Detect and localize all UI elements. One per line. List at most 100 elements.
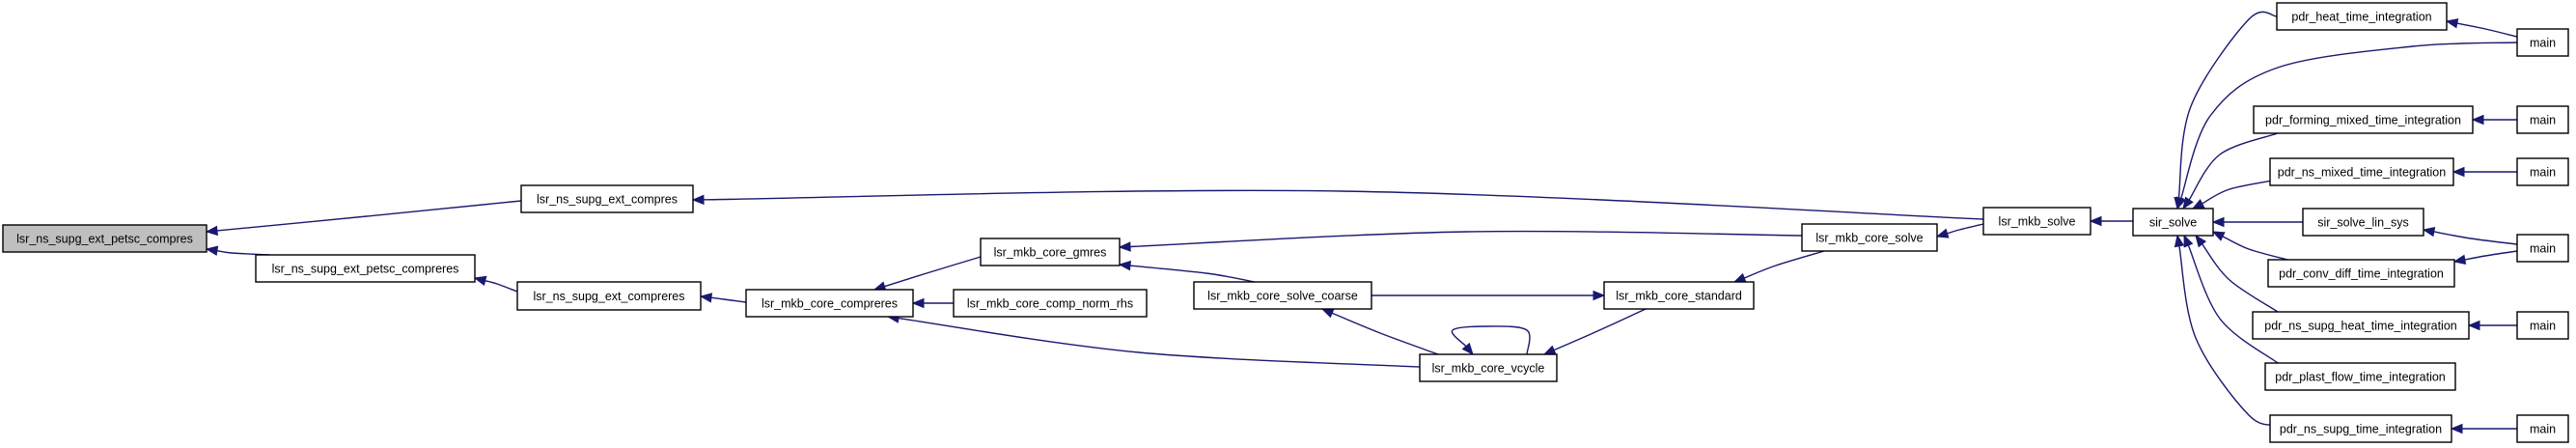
node-label: lsr_mkb_core_compreres <box>762 297 898 311</box>
node-box <box>255 254 476 283</box>
arrowhead-icon <box>2183 234 2194 248</box>
arrowhead-icon <box>1732 272 1747 283</box>
edge-lsr_mkb_solve-to-lsr_mkb_core_solve <box>1935 223 1984 238</box>
node-lsr_ns_supg_ext_petsc_compres[interactable]: lsr_ns_supg_ext_petsc_compres <box>2 224 208 253</box>
node-main_6[interactable]: main <box>2516 414 2569 443</box>
node-box <box>2516 28 2569 57</box>
arrowhead-icon <box>2195 234 2207 248</box>
node-lsr_mkb_core_comp_norm_rhs[interactable]: lsr_mkb_core_comp_norm_rhs <box>953 289 1148 318</box>
node-box <box>2269 157 2454 186</box>
node-lsr_mkb_solve[interactable]: lsr_mkb_solve <box>1982 207 2091 236</box>
node-lsr_mkb_core_vcycle[interactable]: lsr_mkb_core_vcycle <box>1419 353 1558 382</box>
edge-lsr_mkb_core_compreres-to-lsr_ns_supg_ext_compreres <box>699 293 747 303</box>
node-sir_solve[interactable]: sir_solve <box>2132 208 2214 237</box>
arrowhead-icon <box>1320 308 1335 319</box>
edge-layer <box>205 11 2518 434</box>
node-label: sir_solve <box>2149 216 2197 230</box>
node-label: pdr_ns_mixed_time_integration <box>2278 166 2446 180</box>
edge-line <box>1743 250 1825 279</box>
node-lsr_ns_supg_ext_compreres[interactable]: lsr_ns_supg_ext_compreres <box>516 281 702 311</box>
edge-line <box>710 296 747 303</box>
node-main_2[interactable]: main <box>2516 105 2569 134</box>
node-box <box>520 184 694 213</box>
edge-lsr_ns_supg_ext_compres-to-lsr_ns_supg_ext_petsc_compres <box>205 200 522 237</box>
arrowhead-icon <box>205 245 219 256</box>
edge-pdr_ns_mixed_time_integration-to-sir_solve <box>2191 179 2279 210</box>
edge-pdr_ns_supg_time_integration-to-sir_solve <box>2174 234 2281 426</box>
node-box <box>980 238 1121 266</box>
node-lsr_mkb_core_solve[interactable]: lsr_mkb_core_solve <box>1801 223 1938 252</box>
edge-sir_solve-to-lsr_mkb_solve <box>2089 215 2133 227</box>
node-label: lsr_ns_supg_ext_petsc_compres <box>16 233 193 246</box>
node-label: main <box>2530 320 2556 333</box>
arrowhead-icon <box>2211 231 2226 241</box>
arrowhead-icon <box>1935 228 1950 238</box>
node-label: pdr_plast_flow_time_integration <box>2275 371 2446 384</box>
edge-lsr_mkb_core_solve-to-lsr_mkb_core_gmres <box>1118 230 1803 252</box>
edge-line <box>1553 308 1647 351</box>
edge-line <box>884 256 982 288</box>
node-pdr_conv_diff_time_integration[interactable]: pdr_conv_diff_time_integration <box>2267 259 2455 288</box>
node-box <box>2267 259 2455 288</box>
edge-sir_solve_lin_sys-to-sir_solve <box>2211 216 2303 228</box>
node-lsr_mkb_core_compreres[interactable]: lsr_mkb_core_compreres <box>745 289 914 318</box>
edge-lsr_mkb_core_comp_norm_rhs-to-lsr_mkb_core_compreres <box>911 297 954 309</box>
node-pdr_forming_mixed_time_integration[interactable]: pdr_forming_mixed_time_integration <box>2253 105 2474 134</box>
edge-lsr_mkb_core_solve_coarse-to-lsr_mkb_core_standard <box>1371 290 1606 301</box>
node-label: lsr_ns_supg_ext_compreres <box>533 290 684 303</box>
edge-line <box>2202 243 2279 313</box>
node-lsr_mkb_core_gmres[interactable]: lsr_mkb_core_gmres <box>980 238 1121 266</box>
node-label: main <box>2530 114 2556 127</box>
node-pdr_ns_mixed_time_integration[interactable]: pdr_ns_mixed_time_integration <box>2269 157 2454 186</box>
edge-lsr_mkb_core_standard-to-lsr_mkb_core_vcycle <box>1542 308 1647 355</box>
node-box <box>1193 281 1372 310</box>
edge-line <box>2202 179 2279 205</box>
arrowhead-icon <box>205 225 218 237</box>
node-pdr_ns_supg_heat_time_integration[interactable]: pdr_ns_supg_heat_time_integration <box>2252 311 2470 340</box>
node-box <box>2132 208 2214 237</box>
edge-lsr_mkb_core_solve-to-lsr_mkb_core_standard <box>1732 250 1825 283</box>
node-main_4[interactable]: main <box>2516 234 2569 263</box>
node-main_3[interactable]: main <box>2516 157 2569 186</box>
node-label: lsr_ns_supg_ext_petsc_compreres <box>272 263 459 276</box>
edge-pdr_forming_mixed_time_integration-to-sir_solve <box>2182 132 2279 210</box>
edge-main_4-to-sir_solve_lin_sys <box>2422 226 2518 245</box>
edge-line <box>703 189 1984 220</box>
node-label: lsr_mkb_core_comp_norm_rhs <box>967 297 1133 311</box>
node-label: lsr_mkb_core_solve_coarse <box>1207 290 1358 303</box>
node-box <box>2276 2 2448 31</box>
node-main_1[interactable]: main <box>2516 28 2569 57</box>
node-lsr_ns_supg_ext_petsc_compreres[interactable]: lsr_ns_supg_ext_petsc_compreres <box>255 254 476 283</box>
node-pdr_heat_time_integration[interactable]: pdr_heat_time_integration <box>2276 2 2448 31</box>
node-sir_solve_lin_sys[interactable]: sir_solve_lin_sys <box>2302 208 2424 237</box>
node-pdr_ns_supg_time_integration[interactable]: pdr_ns_supg_time_integration <box>2269 414 2452 443</box>
node-lsr_mkb_core_standard[interactable]: lsr_mkb_core_standard <box>1603 281 1755 310</box>
arrowhead-icon <box>2182 196 2194 210</box>
node-box <box>953 289 1148 318</box>
arrowhead-icon <box>2450 423 2463 434</box>
node-box <box>2 224 208 253</box>
arrowhead-icon <box>1118 260 1131 271</box>
edge-line <box>2456 22 2518 38</box>
arrowhead-icon <box>2451 166 2465 178</box>
node-label: pdr_conv_diff_time_integration <box>2279 267 2444 281</box>
edge-pdr_conv_diff_time_integration-to-sir_solve <box>2211 231 2288 261</box>
node-lsr_ns_supg_ext_compres[interactable]: lsr_ns_supg_ext_compres <box>520 184 694 213</box>
edge-line <box>2187 244 2279 364</box>
node-label: lsr_ns_supg_ext_compres <box>537 193 678 207</box>
node-box <box>2253 105 2474 134</box>
edge-line <box>1947 223 1984 235</box>
edge-line <box>2180 42 2518 199</box>
edge-line <box>1331 312 1439 355</box>
node-label: pdr_forming_mixed_time_integration <box>2265 114 2461 127</box>
edge-lsr_mkb_core_vcycle-to-lsr_mkb_core_solve_coarse <box>1320 308 1439 355</box>
node-pdr_plast_flow_time_integration[interactable]: pdr_plast_flow_time_integration <box>2264 362 2456 391</box>
node-lsr_mkb_core_solve_coarse[interactable]: lsr_mkb_core_solve_coarse <box>1193 281 1372 310</box>
arrowhead-icon <box>699 293 713 303</box>
node-main_5[interactable]: main <box>2516 311 2569 340</box>
node-box <box>2269 414 2452 443</box>
node-box <box>2252 311 2470 340</box>
edge-main_2-to-pdr_forming_mixed_time_integration <box>2471 114 2517 126</box>
